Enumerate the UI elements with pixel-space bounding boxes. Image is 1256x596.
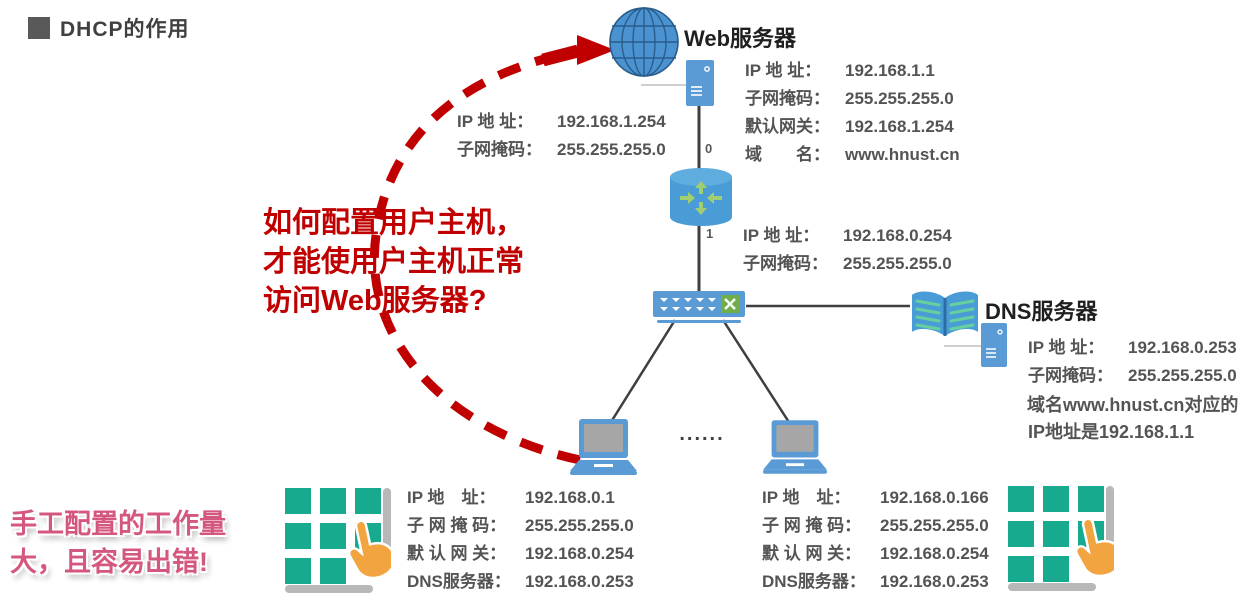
dashed-arrow-tail [541, 44, 580, 67]
question-line: 访问Web服务器? [263, 285, 487, 317]
manual-note-line: 手工配置的工作量 [10, 509, 226, 539]
more-hosts-ellipsis: ...... [679, 423, 725, 445]
config-value: 192.168.0.253 [525, 572, 634, 591]
config-value: 192.168.1.254 [557, 112, 666, 131]
config-row: IP 地 址： 192.168.0.166 [762, 484, 989, 512]
config-value: 192.168.0.1 [525, 488, 615, 507]
right-pc-config: IP 地 址： 192.168.0.166 子 网 掩 码： 255.255.255… [762, 484, 989, 596]
web-server-config: IP 地 址： 192.168.1.1 子网掩码： 255.255.255.0 默认… [745, 57, 960, 169]
config-row: 子网掩码： 255.255.255.0 [745, 85, 960, 113]
question-line: 如何配置用户主机， [263, 207, 525, 239]
config-row: IP 地 址： 192.168.0.1 [407, 484, 634, 512]
config-value: 255.255.255.0 [1128, 366, 1237, 385]
keypad-icon [1008, 486, 1114, 591]
dashed-arrow-head [577, 35, 615, 65]
pointing-hand-icon [1075, 517, 1114, 578]
config-row: 域 名： www.hnust.cn [745, 141, 960, 169]
config-row: DNS服务器： 192.168.0.253 [407, 568, 634, 596]
config-label: 域 名： [745, 145, 830, 164]
web-server-title: Web服务器 [684, 26, 797, 51]
config-row: 子网掩码： 255.255.255.0 [457, 136, 666, 164]
config-label: IP 地 址： [762, 488, 851, 507]
config-label: IP 地 址： [743, 226, 820, 245]
server-tower-icon [981, 323, 1007, 367]
page-header: DHCP的作用 [28, 13, 190, 43]
config-value: 255.255.255.0 [843, 254, 952, 273]
link-switch-left-pc [604, 319, 677, 431]
open-book-icon [912, 291, 978, 336]
config-row: IP 地 址： 192.168.0.253 [1028, 334, 1237, 362]
config-label: 子网掩码： [745, 89, 830, 108]
config-label: 默 认 网 关： [762, 544, 862, 563]
config-value: 255.255.255.0 [845, 89, 954, 108]
config-label: 子 网 掩 码： [407, 516, 507, 535]
router-port1-label: 1 [706, 226, 714, 241]
config-value: 192.168.0.254 [843, 226, 952, 245]
config-value: 255.255.255.0 [525, 516, 634, 535]
keypad-icon [285, 488, 391, 593]
router-icon [670, 168, 732, 226]
config-row: 默 认 网 关： 192.168.0.254 [407, 540, 634, 568]
config-row: 子 网 掩 码： 255.255.255.0 [407, 512, 634, 540]
config-label: IP 地 址： [457, 112, 534, 131]
config-value: 192.168.0.254 [525, 544, 634, 563]
config-row: DNS服务器： 192.168.0.253 [762, 568, 989, 596]
config-row: 子网掩码： 255.255.255.0 [743, 250, 952, 278]
config-label: 默认网关： [745, 117, 830, 136]
config-label: DNS服务器： [762, 572, 866, 591]
question-text: 如何配置用户主机， 才能使用户主机正常 访问Web服务器? [263, 204, 524, 321]
dns-note-line1: 域名www.hnust.cn对应的 [1027, 395, 1239, 415]
pointing-hand-icon [348, 519, 391, 580]
page-title: DHCP的作用 [60, 18, 190, 41]
config-row: IP 地 址： 192.168.1.1 [745, 57, 960, 85]
config-value: 255.255.255.0 [557, 140, 666, 159]
config-value: 192.168.0.253 [880, 572, 989, 591]
config-label: 子网掩码： [1028, 366, 1113, 385]
config-row: IP 地 址： 192.168.1.254 [457, 108, 666, 136]
router-if1-config: IP 地 址： 192.168.0.254 子网掩码： 255.255.255.0 [743, 222, 952, 278]
switch-icon [653, 291, 745, 323]
dns-note-line2: IP地址是192.168.1.1 [1028, 422, 1195, 442]
left-pc-config: IP 地 址： 192.168.0.1 子 网 掩 码： 255.255.255.0… [407, 484, 634, 596]
router-if0-config: IP 地 址： 192.168.1.254 子网掩码： 255.255.255.0 [457, 108, 666, 164]
config-value: 192.168.1.254 [845, 117, 954, 136]
manual-note-line: 大，且容易出错! [10, 547, 208, 577]
config-label: IP 地 址： [745, 61, 822, 80]
dashed-arrow-curve [370, 53, 581, 465]
router-port0-label: 0 [705, 141, 713, 156]
config-value: 255.255.255.0 [880, 516, 989, 535]
config-row: 子网掩码： 255.255.255.0 [1028, 362, 1237, 390]
config-value: 192.168.0.166 [880, 488, 989, 507]
laptop-icon [570, 419, 637, 475]
dns-server-config: IP 地 址： 192.168.0.253 子网掩码： 255.255.255.0 [1028, 334, 1237, 390]
config-label: DNS服务器： [407, 572, 511, 591]
config-value: 192.168.1.1 [845, 61, 935, 80]
config-row: 默认网关： 192.168.1.254 [745, 113, 960, 141]
config-row: 子 网 掩 码： 255.255.255.0 [762, 512, 989, 540]
config-row: 默 认 网 关： 192.168.0.254 [762, 540, 989, 568]
config-value: www.hnust.cn [845, 145, 960, 164]
config-label: IP 地 址： [1028, 338, 1105, 357]
link-switch-right-pc [721, 319, 796, 431]
config-label: 默 认 网 关： [407, 544, 507, 563]
manual-config-note: 手工配置的工作量 大，且容易出错! [10, 505, 226, 581]
config-row: IP 地 址： 192.168.0.254 [743, 222, 952, 250]
laptop-icon [763, 420, 827, 474]
question-line: 才能使用户主机正常 [263, 246, 525, 278]
bullet-square-icon [28, 17, 50, 39]
dns-server-title: DNS服务器 [985, 299, 1098, 324]
config-value: 192.168.0.253 [1128, 338, 1237, 357]
config-label: 子 网 掩 码： [762, 516, 862, 535]
globe-icon [609, 7, 679, 77]
config-label: 子网掩码： [743, 254, 828, 273]
config-label: 子网掩码： [457, 140, 542, 159]
server-tower-icon [686, 60, 714, 106]
config-label: IP 地 址： [407, 488, 496, 507]
config-value: 192.168.0.254 [880, 544, 989, 563]
